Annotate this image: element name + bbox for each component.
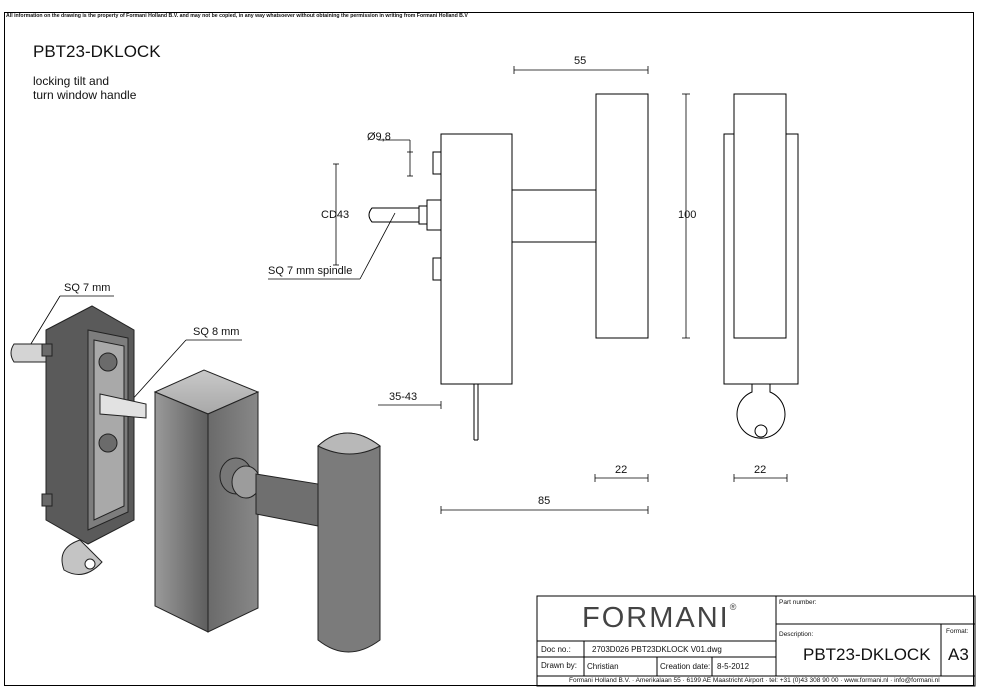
format-label: Format: (946, 628, 969, 635)
format-value: A3 (948, 645, 969, 664)
dim-22-front: 22 (754, 464, 767, 476)
side-grip (595, 93, 649, 339)
dim-cd43: CD43 (321, 209, 350, 221)
side-lug-bottom (432, 257, 442, 281)
registered-mark: ® (729, 602, 739, 612)
brand-name: FORMANI (582, 602, 730, 634)
dim-22-side: 22 (615, 464, 628, 476)
dim-85: 85 (538, 495, 551, 507)
footer-contact: Formani Holland B.V. · Amerikalaan 55 · … (569, 677, 940, 684)
drawing-subtitle: locking tilt and turn window handle (33, 74, 136, 102)
iso-base-plate (10, 305, 147, 575)
description-value: PBT23-DKLOCK (803, 645, 931, 664)
front-key-hole (754, 424, 768, 438)
title-block-grid (536, 595, 976, 687)
subtitle-line-2: turn window handle (33, 88, 137, 102)
dim-100: 100 (678, 209, 697, 221)
doc-no-label: Doc no.: (541, 645, 571, 654)
dimension-lines (25, 66, 788, 514)
side-collar (426, 199, 442, 231)
drawing-frame (4, 12, 974, 686)
dim-55: 55 (574, 55, 587, 67)
creation-date-label: Creation date: (660, 662, 711, 671)
label-sq8: SQ 8 mm (193, 326, 240, 338)
dim-spindle: SQ 7 mm spindle (268, 265, 353, 277)
label-sq7: SQ 7 mm (64, 282, 111, 294)
drawn-by-label: Drawn by: (541, 661, 578, 670)
iso-handle (153, 369, 381, 653)
side-base-plate (440, 133, 513, 385)
drawing-title: PBT23-DKLOCK (33, 42, 161, 61)
side-stem (511, 189, 597, 243)
description-label: Description: (779, 631, 814, 638)
subtitle-line-1: locking tilt and (33, 74, 110, 88)
side-lug-top (432, 151, 442, 175)
dim-diameter: Ø9,8 (367, 131, 391, 143)
front-key-bow (736, 384, 786, 439)
brand-logo: FORMANI® (582, 602, 738, 635)
dim-35-43: 35-43 (389, 391, 418, 403)
copyright-notice: All information on the drawing is the pr… (6, 13, 468, 19)
doc-no-value: 2703D026 PBT23DKLOCK V01.dwg (592, 645, 722, 654)
front-view (723, 93, 799, 439)
drawn-by-value: Christian (587, 662, 619, 671)
front-grip (733, 93, 787, 339)
side-collar-ring (418, 205, 428, 225)
side-spindle (368, 207, 419, 223)
side-view (368, 93, 649, 441)
part-number-label: Part number: (779, 599, 817, 606)
creation-date-value: 8-5-2012 (717, 662, 750, 671)
